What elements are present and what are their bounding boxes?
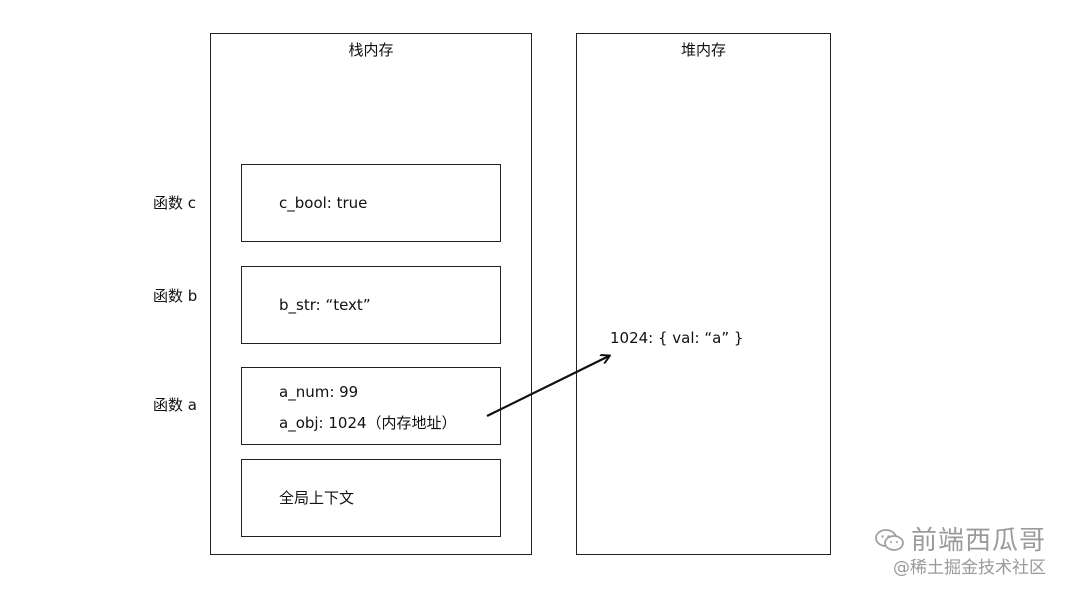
a-num-variable: a_num: 99 [279,383,359,401]
function-b-frame: b_str: “text” [241,266,501,344]
function-a-label: 函数 a [153,396,197,414]
function-c-frame: c_bool: true [241,164,501,242]
global-context-label: 全局上下文 [279,489,355,507]
heap-memory-panel: 堆内存 [576,33,831,555]
global-context-frame: 全局上下文 [241,459,501,537]
watermark-title: 前端西瓜哥 [910,526,1046,556]
watermark-main: 前端西瓜哥 [875,526,1046,556]
function-c-label: 函数 c [153,194,197,212]
watermark: 前端西瓜哥 @稀土掘金技术社区 [875,526,1046,578]
wechat-icon [875,528,905,554]
watermark-source: @稀土掘金技术社区 [893,558,1046,578]
b-str-variable: b_str: “text” [279,296,371,314]
a-obj-variable: a_obj: 1024（内存地址） [279,414,457,432]
stack-memory-title: 栈内存 [348,41,394,59]
function-a-frame: a_num: 99 a_obj: 1024（内存地址） [241,367,501,445]
heap-object-value: 1024: { val: “a” } [610,329,744,347]
c-bool-variable: c_bool: true [279,194,368,212]
heap-memory-title: 堆内存 [680,41,726,59]
function-b-label: 函数 b [153,287,198,305]
